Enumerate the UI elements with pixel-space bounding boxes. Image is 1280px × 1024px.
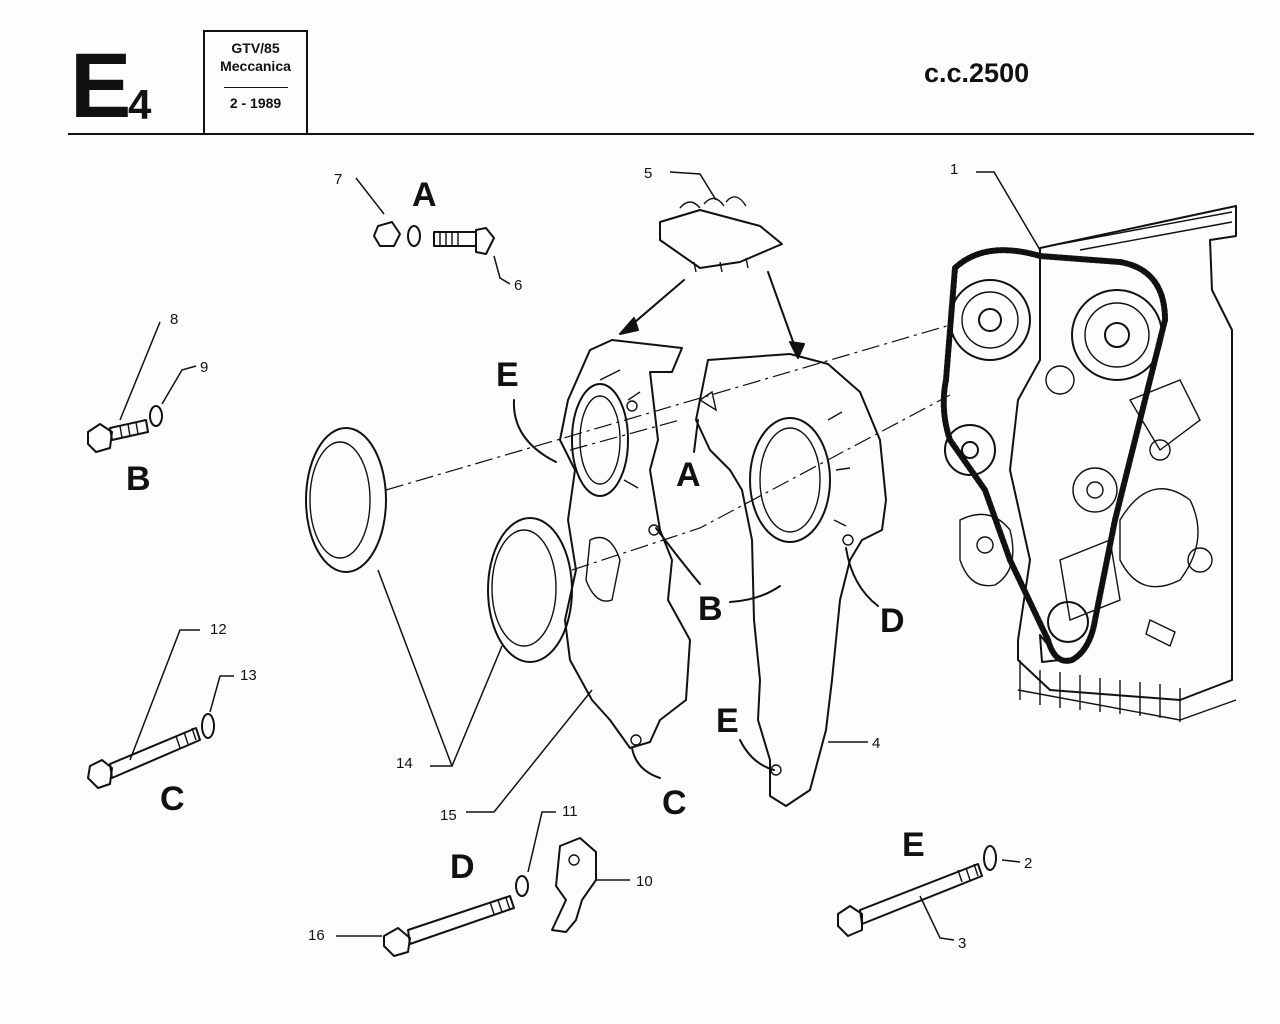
callout-16: 16 <box>308 927 325 944</box>
hardware-group-d <box>383 837 597 957</box>
page-header: E 4 GTV/85 Meccanica 2 - 1989 c.c.2500 <box>0 0 1280 140</box>
callout-12: 12 <box>210 621 227 638</box>
info-divider <box>223 87 288 88</box>
label-e-hardware: E <box>902 826 925 864</box>
label-a-hardware: A <box>412 176 437 214</box>
seal-caps-part-14 <box>305 427 573 663</box>
callout-3: 3 <box>958 935 966 952</box>
callout-8: 8 <box>170 311 178 328</box>
outer-cover-part-4 <box>695 353 887 807</box>
label-a-cover: A <box>676 456 701 494</box>
callout-9: 9 <box>200 359 208 376</box>
revision-date: 2 - 1989 <box>229 95 282 111</box>
label-c-hardware: C <box>160 780 185 818</box>
hardware-group-e <box>837 845 997 937</box>
engine-block-drawing <box>959 205 1237 722</box>
hardware-group-c <box>87 713 215 789</box>
label-c-cover: C <box>662 784 687 822</box>
model-name: GTV/85 <box>231 40 280 56</box>
section-number: 4 <box>128 81 152 128</box>
callout-4: 4 <box>872 735 880 752</box>
callout-7: 7 <box>334 171 342 188</box>
label-d-hardware: D <box>450 848 475 886</box>
label-d-cover: D <box>880 602 905 640</box>
callout-11: 11 <box>562 803 578 820</box>
inner-cover-part-15 <box>559 339 691 749</box>
model-info-box: GTV/85 Meccanica 2 - 1989 <box>203 30 308 134</box>
callout-2: 2 <box>1024 855 1032 872</box>
timing-belt-drawing <box>940 247 1168 664</box>
callout-6: 6 <box>514 277 522 294</box>
label-e-upper: E <box>496 356 519 394</box>
callout-10: 10 <box>636 873 653 890</box>
hardware-group-b <box>87 405 163 453</box>
label-b-hardware: B <box>126 460 151 498</box>
group-name: Meccanica <box>220 58 291 74</box>
engine-displacement: c.c.2500 <box>924 58 1030 88</box>
callout-15: 15 <box>440 807 457 824</box>
callout-1: 1 <box>950 161 958 178</box>
callout-5: 5 <box>644 165 652 182</box>
bracket-part-5 <box>659 196 783 273</box>
section-letter: E <box>70 35 131 137</box>
header-rule <box>68 133 1254 135</box>
callout-13: 13 <box>240 667 257 684</box>
label-e-lower: E <box>716 702 739 740</box>
callout-14: 14 <box>396 755 413 772</box>
hardware-group-a <box>373 221 495 255</box>
label-b-cover: B <box>698 590 723 628</box>
